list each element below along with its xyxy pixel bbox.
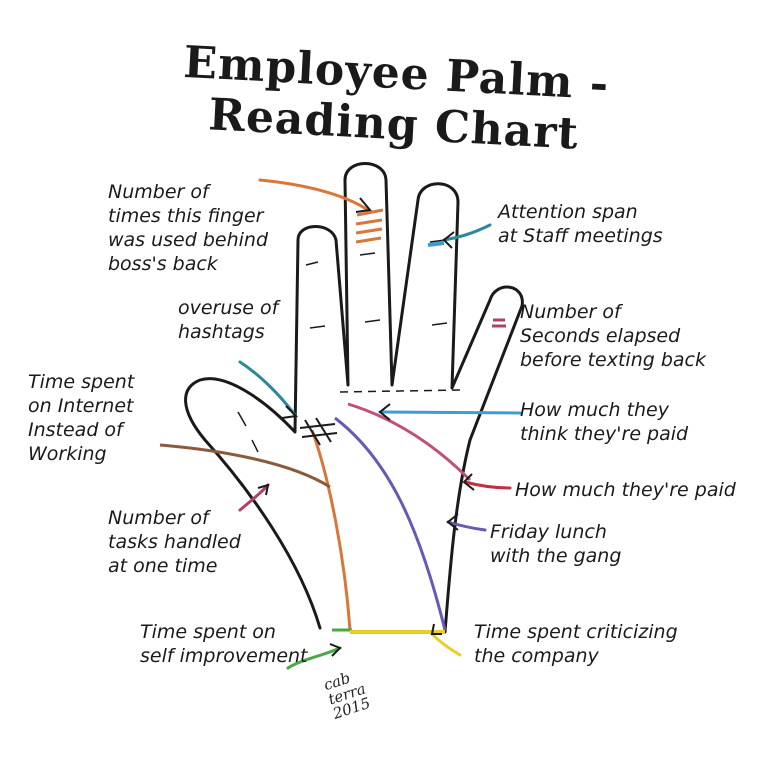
line-seconds-texting [492, 318, 506, 328]
hand-outline [184, 162, 524, 634]
line-think-paid [347, 402, 472, 482]
label-friday-lunch: Friday lunch with the gang [490, 521, 622, 567]
label-actually-paid: How much they're paid [515, 479, 736, 501]
line-time-internet [159, 443, 331, 489]
label-seconds-texting: Number of Seconds elapsed before texting… [520, 301, 707, 371]
label-internet: Time spent on Internet Instead of Workin… [28, 371, 135, 465]
label-criticizing: Time spent criticizing the company [474, 621, 678, 667]
label-hashtags: overuse of hashtags [178, 297, 279, 343]
label-self-improvement: Time spent on self improvement [140, 621, 308, 667]
line-friday-lunch [334, 416, 447, 631]
marks-finger [355, 208, 384, 244]
finger-base-crease [339, 389, 461, 393]
label-think-paid: How much they think they're paid [520, 399, 689, 445]
arrowheads [257, 197, 475, 657]
joint-creases [237, 239, 448, 453]
pointer-arrows [238, 178, 522, 670]
marks-hashtags [299, 417, 338, 446]
line-self-improvement [310, 429, 352, 631]
mark-attention [427, 241, 445, 247]
label-attention-span: Attention span at Staff meetings [498, 201, 663, 247]
label-finger-behind-back: Number of times this finger was used beh… [108, 181, 269, 275]
label-tasks: Number of tasks handled at one time [108, 507, 241, 577]
